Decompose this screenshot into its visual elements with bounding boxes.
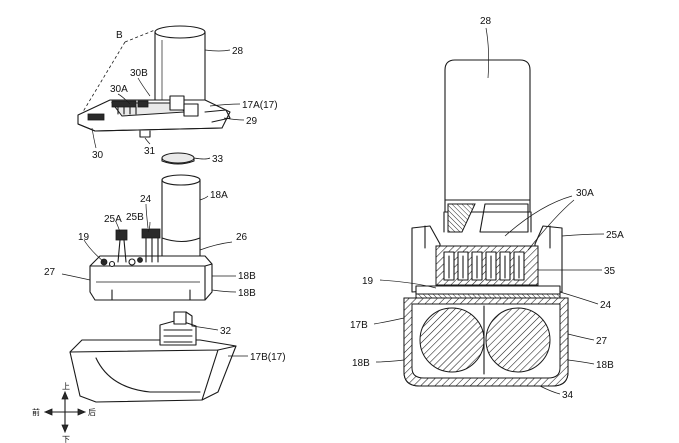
compass-down-label: 下 [62, 435, 70, 443]
compass-up-label: 上 [62, 382, 70, 391]
label-27: 27 [44, 267, 56, 278]
label-30a: 30A [110, 84, 128, 95]
label-r-30a: 30A [576, 188, 594, 199]
right-leader-lines [373, 27, 605, 395]
section-housing [411, 225, 563, 301]
label-r-17b: 17B [350, 320, 368, 331]
label-r-24: 24 [600, 300, 612, 311]
section-cylinder [443, 59, 532, 233]
label-18b-lower: 18B [238, 288, 256, 299]
bottom-case [69, 311, 237, 403]
cross-section-view: 28 30A 25A 19 35 24 17B 27 18B 18B 34 [350, 16, 624, 401]
label-25b: 25B [126, 212, 144, 223]
label-33: 33 [212, 154, 224, 165]
label-r-34: 34 [562, 390, 574, 401]
compass-back-label: 后 [88, 407, 96, 417]
compass-front-label: 前 [32, 407, 40, 417]
label-r-18b-left: 18B [352, 358, 370, 369]
battery-left [419, 307, 485, 373]
battery-right [485, 307, 551, 373]
label-29: 29 [246, 116, 258, 127]
label-r-35: 35 [604, 266, 616, 277]
top-unit [77, 25, 231, 138]
label-30: 30 [92, 150, 104, 161]
label-r-18b-right: 18B [596, 360, 614, 371]
label-26: 26 [236, 232, 248, 243]
terminal-slots [443, 251, 525, 281]
disc-part [161, 152, 195, 165]
label-r-19: 19 [362, 276, 374, 287]
section-lower-case [403, 297, 569, 387]
label-r-27: 27 [596, 336, 608, 347]
label-19: 19 [78, 232, 90, 243]
label-25a: 25A [104, 214, 122, 225]
left-leader-lines [61, 49, 248, 357]
label-31: 31 [144, 146, 156, 157]
exploded-view: 上 下 前 后 B [32, 25, 286, 443]
label-28: 28 [232, 46, 244, 57]
label-r-28: 28 [480, 16, 492, 27]
label-r-25a: 25A [606, 230, 624, 241]
label-24: 24 [140, 194, 152, 205]
label-b: B [116, 30, 123, 41]
left-labels: B 28 30B 30A 17A(17) 29 30 31 33 18A 24 … [44, 30, 286, 363]
label-30b: 30B [130, 68, 148, 79]
label-18a: 18A [210, 190, 228, 201]
label-18b-upper: 18B [238, 271, 256, 282]
label-17a: 17A(17) [242, 100, 278, 111]
direction-compass: 上 下 前 后 [32, 382, 96, 443]
right-labels: 28 30A 25A 19 35 24 17B 27 18B 18B 34 [350, 16, 624, 401]
middle-unit [89, 174, 213, 301]
label-17b: 17B(17) [250, 352, 286, 363]
label-32: 32 [220, 326, 232, 337]
